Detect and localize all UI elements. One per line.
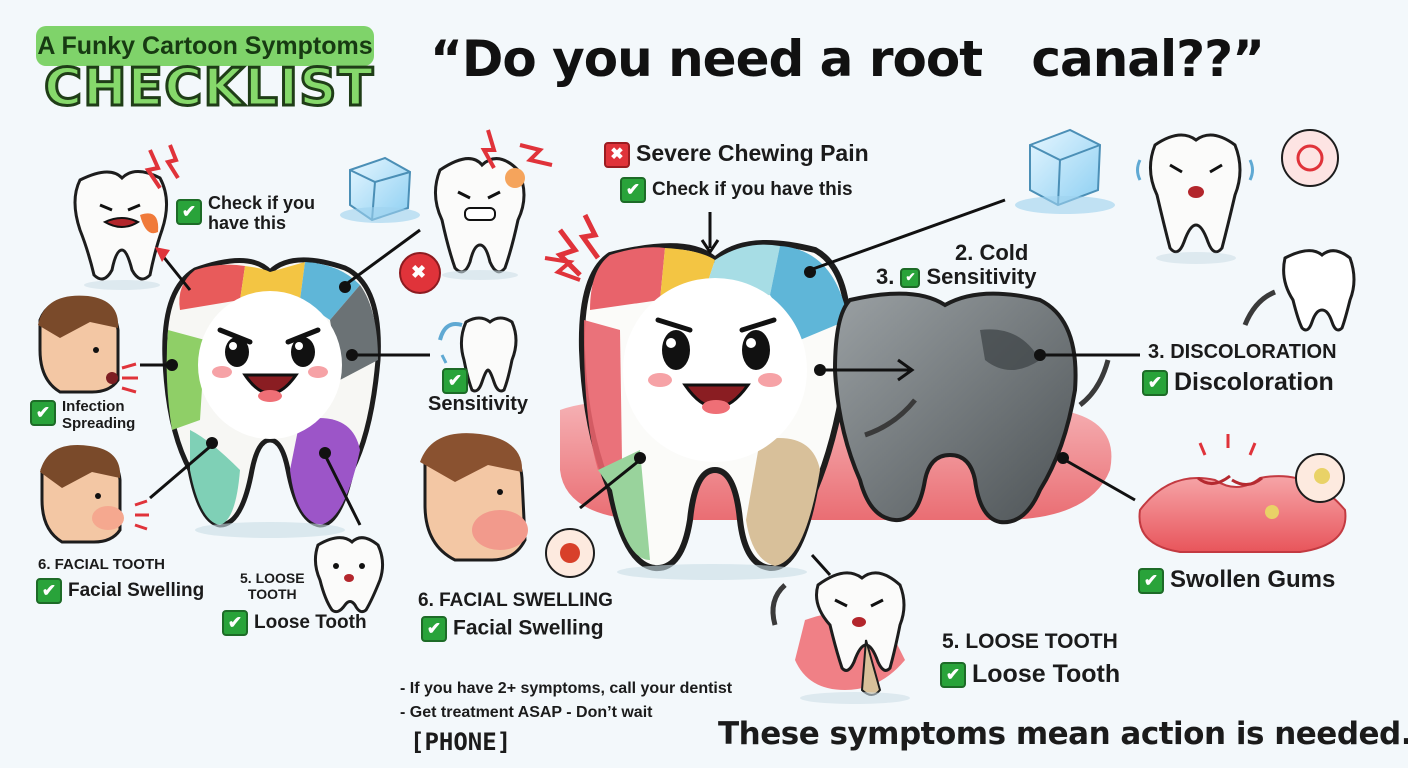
- left-facial-text: Facial Swelling: [68, 580, 205, 602]
- footer-note-2: - Get treatment ASAP - Don’t wait: [400, 704, 653, 721]
- infection-line-1: Infection: [62, 398, 125, 415]
- check-icon: ✔: [620, 177, 646, 203]
- check-icon: ✔: [442, 368, 468, 394]
- center-facial-text: Facial Swelling: [453, 616, 604, 640]
- man-face-upper-left: [38, 295, 138, 394]
- pain-tooth-top-left: [73, 144, 192, 291]
- cold-text: Sensitivity: [926, 264, 1037, 289]
- sensitivity-tooth: [438, 316, 518, 393]
- sensitivity-label: Sensitivity: [428, 393, 529, 415]
- red-x-icon: ✖: [411, 262, 427, 282]
- cold-prefix: 3.: [876, 264, 895, 289]
- pain-tooth-center-top: [434, 129, 553, 280]
- footer-note-1: - If you have 2+ symptoms, call your den…: [400, 680, 733, 697]
- red-x-marker: [399, 252, 441, 294]
- check-icon: ✔: [1138, 567, 1164, 594]
- man-face-lower-left: [40, 445, 149, 544]
- check-if-line-1: Check if you: [208, 193, 316, 213]
- page-title: “Do you need a root canal??”: [430, 30, 1265, 88]
- center-check-if-text: Check if you have this: [652, 179, 853, 201]
- tagline: These symptoms mean action is needed.: [718, 716, 1408, 752]
- checklist-heading: CHECKLIST: [42, 57, 375, 120]
- loose-heading-line-1: 5. LOOSE: [240, 570, 305, 586]
- left-facial-label: ✔ Facial Swelling: [36, 578, 204, 604]
- left-loose-heading: 5. LOOSE TOOTH: [240, 570, 305, 602]
- right-loose-text: Loose Tooth: [972, 660, 1121, 688]
- severe-chewing-label: ✖Severe Chewing Pain: [604, 140, 869, 168]
- check-icon: ✔: [176, 199, 202, 225]
- man-face-swollen-center: [420, 433, 595, 578]
- loose-heading-line-2: TOOTH: [247, 586, 297, 602]
- swollen-gums-text: Swollen Gums: [1170, 566, 1336, 593]
- check-icon: ✔: [421, 616, 447, 642]
- left-facial-heading: 6. FACIAL TOOTH: [38, 556, 165, 573]
- severe-chewing-text: Severe Chewing Pain: [636, 140, 869, 166]
- center-facial-label: ✔Facial Swelling: [421, 616, 604, 642]
- dark-tooth: [832, 291, 1078, 525]
- left-loose-label: ✔ Loose Tooth: [222, 610, 367, 636]
- phone-placeholder[interactable]: [PHONE]: [410, 728, 512, 756]
- left-loose-text: Loose Tooth: [254, 612, 367, 634]
- swollen-gums-label: ✔Swollen Gums: [1138, 566, 1335, 594]
- cold-number: 2. Cold: [955, 240, 1029, 265]
- infection-label: ✔ Infection Spreading: [30, 398, 136, 432]
- discoloration-heading: 3. DISCOLORATION: [1148, 341, 1337, 363]
- check-if-line-2: have this: [208, 213, 287, 233]
- infection-line-2: Spreading: [62, 415, 136, 432]
- right-loose-label: ✔Loose Tooth: [940, 660, 1120, 689]
- check-icon: ✔: [1142, 370, 1168, 397]
- check-icon: ✔: [940, 662, 966, 689]
- ice-cube-left: [340, 156, 420, 223]
- loose-tooth-small: [313, 536, 385, 614]
- check-icon: ✔: [36, 578, 62, 604]
- discoloration-label: ✔Discoloration: [1142, 368, 1334, 397]
- center-facial-heading: 6. FACIAL SWELLING: [418, 590, 613, 611]
- check-icon: ✔: [900, 268, 921, 289]
- check-icon: ✔: [30, 400, 56, 426]
- center-check-if-label: ✔ Check if you have this: [620, 177, 853, 203]
- header-badge: A Funky Cartoon Symptoms: [36, 26, 374, 66]
- white-tooth-right: [1242, 249, 1356, 332]
- left-check-if-label: ✔ Check if you have this: [176, 193, 316, 233]
- right-loose-heading: 5. LOOSE TOOTH: [942, 630, 1118, 653]
- cold-label: 3. ✔Sensitivity: [876, 264, 1037, 290]
- cross-icon: ✖: [604, 141, 630, 168]
- discoloration-text: Discoloration: [1174, 368, 1334, 396]
- center-main-tooth: [544, 212, 852, 580]
- ice-cube-right: [1015, 128, 1115, 214]
- check-icon: ✔: [222, 610, 248, 636]
- sensitivity-check: ✔: [442, 368, 474, 394]
- swollen-gums-right: [1138, 434, 1347, 553]
- scared-tooth-top-right: [1136, 129, 1339, 264]
- loose-tooth-bottom: [770, 571, 910, 704]
